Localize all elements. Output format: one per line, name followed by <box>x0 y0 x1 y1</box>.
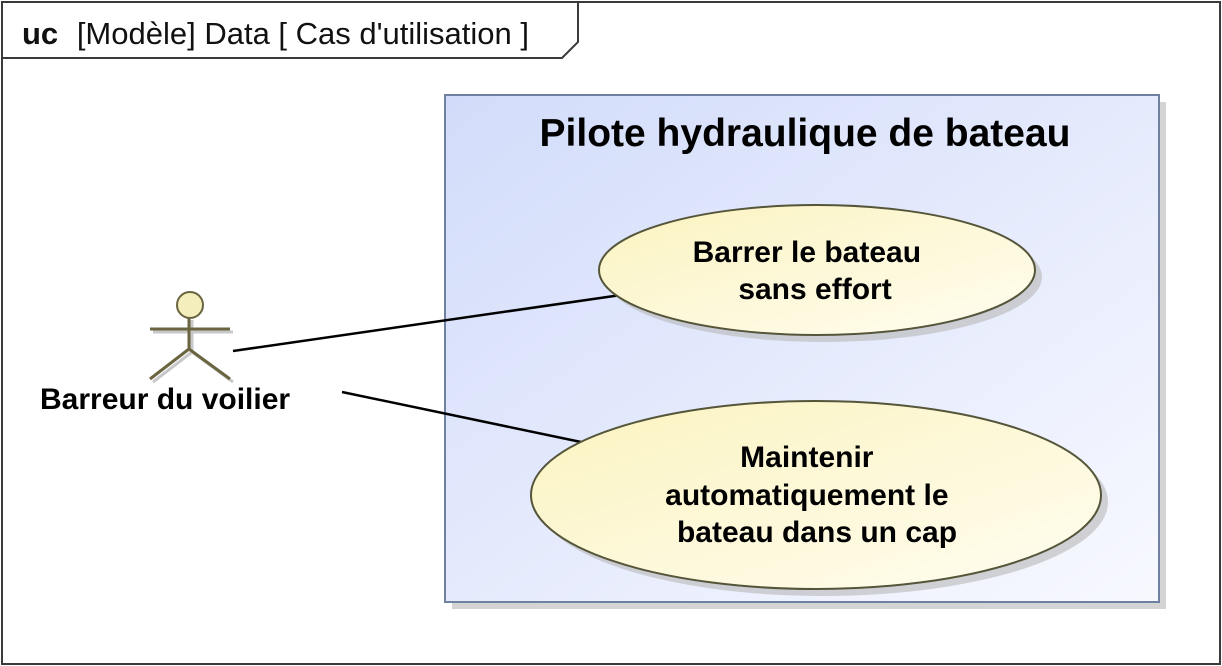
use-case-2-line-2: automatiquement le <box>665 479 948 512</box>
svg-text:Maintenir automatiquemen: Maintenir automatiquement le bateau dans… <box>665 441 957 549</box>
frame-label: [Modèle] Data [ Cas d'utilisation ] <box>77 16 529 51</box>
association-line-barrer <box>232 293 622 353</box>
use-case-1-line-1: Barrer le bateau <box>693 236 921 269</box>
actor-name: Barreur du voilier <box>40 383 290 416</box>
use-case-maintenir-cap: Maintenir automatiquement le bateau dans… <box>530 400 1108 596</box>
frame-name-tab: uc [Modèle] Data [ Cas d'utilisation ] <box>1 1 579 59</box>
actor-stick-figure-icon <box>149 291 234 384</box>
use-case-1-line-2: sans effort <box>738 273 891 306</box>
use-case-barrer-le-bateau: Barrer le bateau sans effort <box>598 204 1042 342</box>
svg-text:Barrer le bateau sans ef: Barrer le bateau sans effort <box>693 236 930 306</box>
use-case-2-line-3: bateau dans un cap <box>677 516 957 549</box>
use-case-2-line-1: Maintenir <box>740 441 874 474</box>
association-line-maintenir <box>341 390 582 444</box>
frame-keyword: uc <box>22 16 58 51</box>
actor-head <box>176 291 204 319</box>
svg-text:uc [Modèle] Data [ Cas d: uc [Modèle] Data [ Cas d'utilisation ] <box>22 16 529 51</box>
system-title: Pilote hydraulique de bateau <box>540 112 1071 155</box>
